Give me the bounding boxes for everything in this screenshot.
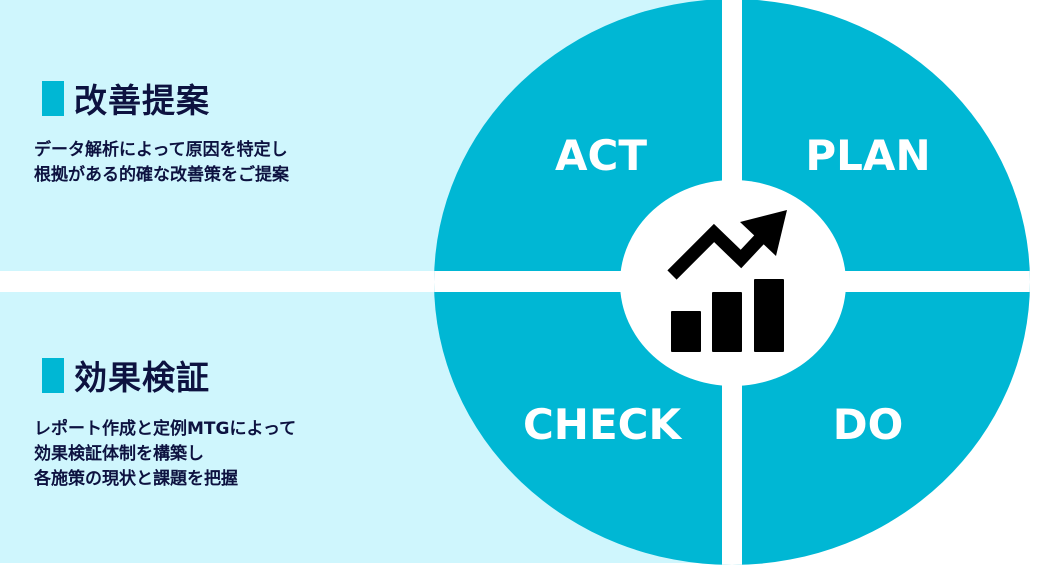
- effect-verification-title: 効果検証: [74, 358, 210, 397]
- quadrant-check-label: CHECK: [523, 400, 682, 449]
- improvement-proposal-section: 改善提案 データ解析によって原因を特定し 根拠がある的確な改善策をご提案: [34, 78, 289, 188]
- improvement-proposal-title: 改善提案: [74, 81, 210, 120]
- center-circle: [620, 180, 846, 386]
- quadrant-act-label: ACT: [555, 131, 647, 180]
- section-heading: 改善提案: [42, 78, 289, 120]
- quadrant-plan-label: PLAN: [805, 131, 930, 180]
- growth-chart-icon: [667, 210, 787, 352]
- quadrant-do-label: DO: [833, 400, 904, 449]
- effect-verification-section: 効果検証 レポート作成と定例MTGによって 効果検証体制を構築し 各施策の現状と…: [34, 355, 296, 492]
- improvement-proposal-description: データ解析によって原因を特定し 根拠がある的確な改善策をご提案: [34, 140, 289, 185]
- section-heading: 効果検証: [42, 355, 296, 397]
- horizontal-divider: [434, 271, 1030, 292]
- heading-accent-bar: [42, 80, 64, 116]
- effect-verification-description: レポート作成と定例MTGによって 効果検証体制を構築し 各施策の現状と課題を把握: [34, 419, 297, 489]
- heading-accent-bar: [42, 357, 64, 393]
